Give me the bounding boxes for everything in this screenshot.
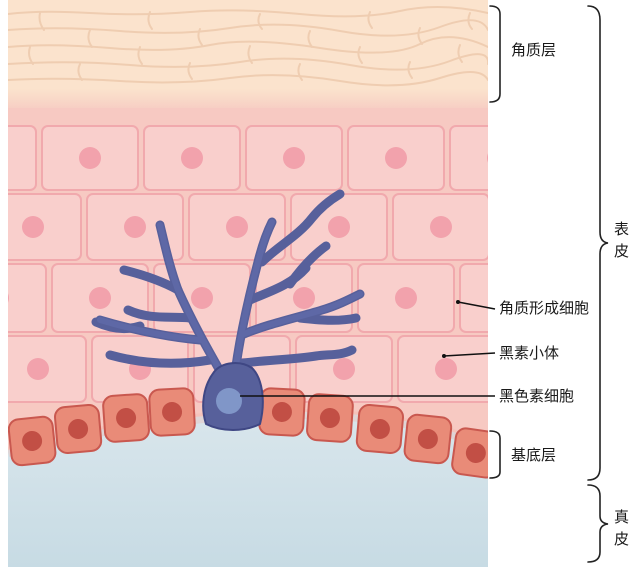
- leader-melanosome: [443, 352, 496, 357]
- basal-cell: [102, 393, 150, 443]
- basal-cell-nucleus: [319, 407, 340, 428]
- keratinocyte-nucleus: [89, 287, 111, 309]
- basal-cell-nucleus: [417, 428, 438, 449]
- keratinocyte-nucleus: [191, 287, 213, 309]
- keratinocyte-nucleus: [333, 358, 355, 380]
- basal-cell-nucleus: [271, 401, 292, 422]
- keratinocyte-nucleus: [385, 147, 407, 169]
- basal-cell: [8, 415, 57, 467]
- basal-cell-nucleus: [22, 430, 43, 451]
- keratinocyte-nucleus: [283, 147, 305, 169]
- keratinocyte-nucleus: [293, 287, 315, 309]
- corneum-lines: [8, 5, 488, 87]
- keratinocyte-nucleus: [79, 147, 101, 169]
- label-dermis-char-1: 真: [614, 508, 629, 526]
- basal-cell: [451, 427, 488, 479]
- label-basal-layer: 基底层: [511, 446, 556, 464]
- basal-cell-nucleus: [68, 418, 89, 439]
- brackets: [489, 5, 609, 563]
- keratinocyte: [459, 263, 488, 333]
- keratinocyte-nucleus: [22, 216, 44, 238]
- basal-cell-nucleus: [465, 442, 486, 463]
- melanocyte-dendrite-fill: [97, 219, 363, 388]
- keratinocyte-nucleus: [124, 216, 146, 238]
- keratinocyte: [495, 194, 591, 260]
- leader-lines: [240, 300, 496, 397]
- basal-cell-nucleus: [116, 407, 137, 428]
- label-epidermis-char-2: 皮: [614, 242, 629, 260]
- keratinocyte-cells: [8, 125, 591, 403]
- keratinocyte-nucleus: [226, 216, 248, 238]
- bracket-dermis: [587, 484, 609, 563]
- keratinocyte-nucleus: [395, 287, 417, 309]
- label-melanosome: 黑素小体: [499, 344, 559, 362]
- keratinocyte-nucleus: [181, 147, 203, 169]
- basal-cell: [355, 403, 405, 454]
- basal-cell: [53, 403, 103, 454]
- basal-cell: [306, 393, 354, 443]
- basal-cell: [403, 413, 453, 465]
- leader-keratinocyte: [457, 301, 496, 310]
- basal-cells: [8, 387, 488, 479]
- keratinocyte-nucleus: [532, 216, 554, 238]
- basal-cell-nucleus: [162, 401, 183, 422]
- basal-cell: [258, 387, 306, 437]
- bracket-stratum-corneum: [489, 5, 501, 103]
- label-dermis-char-2: 皮: [614, 530, 629, 548]
- label-melanocyte: 黑色素细胞: [499, 387, 574, 405]
- keratinocyte-nucleus: [328, 216, 350, 238]
- keratinocyte-nucleus: [487, 153, 488, 163]
- keratinocyte-nucleus: [8, 293, 9, 303]
- keratinocyte-nucleus: [430, 216, 452, 238]
- keratinocyte-nucleus: [27, 358, 49, 380]
- keratinocyte: [8, 263, 47, 333]
- melanocyte-nucleus: [216, 388, 242, 414]
- basal-cell-nucleus: [369, 418, 390, 439]
- label-keratinocyte: 角质形成细胞: [499, 299, 589, 317]
- keratinocyte: [8, 125, 37, 191]
- keratinocyte: [449, 125, 488, 191]
- label-stratum-corneum: 角质层: [511, 41, 556, 59]
- bracket-epidermis: [587, 5, 609, 481]
- label-epidermis-char-1: 表: [614, 220, 629, 238]
- keratinocyte-nucleus: [435, 358, 457, 380]
- melanocyte-cell: [91, 189, 365, 431]
- keratinocyte: [8, 193, 82, 261]
- basal-cell: [148, 387, 196, 437]
- bracket-basal-layer: [489, 430, 501, 479]
